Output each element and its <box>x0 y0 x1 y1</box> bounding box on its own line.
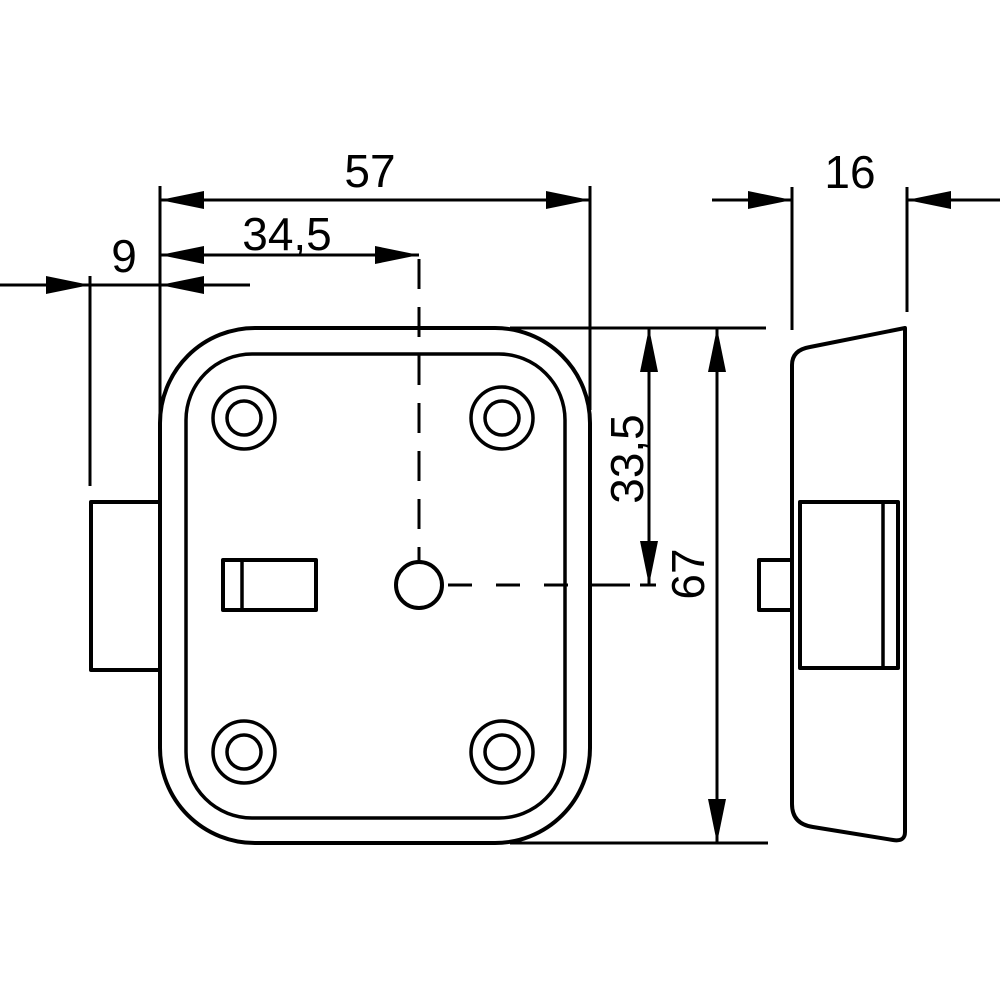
hole-inner-circle <box>225 399 263 437</box>
hole-outer-circle <box>211 385 277 451</box>
dim-body-depth-label: 16 <box>824 146 875 198</box>
hole-inner-circle <box>483 399 521 437</box>
dimension-bolt-throw: 9 <box>0 230 250 486</box>
arrowhead-right <box>546 191 590 209</box>
front-view <box>89 259 656 845</box>
arrowhead-right <box>375 246 419 264</box>
arrowhead-down <box>640 541 658 585</box>
arrowhead-right <box>46 276 90 294</box>
lock-body-outer-outline <box>158 326 592 845</box>
dim-body-height-label: 67 <box>662 548 714 599</box>
dimension-spindle-from-top: 33,5 <box>510 326 766 587</box>
dim-spindle-from-top-label: 33,5 <box>601 414 653 504</box>
mounting-hole-top-right <box>469 385 535 451</box>
hole-outer-circle <box>211 719 277 785</box>
dimension-body-depth: 16 <box>712 146 1000 330</box>
arrowhead-up <box>640 328 658 372</box>
key-slot <box>221 558 318 612</box>
dimension-body-width: 57 <box>158 145 592 424</box>
dimension-body-height: 67 <box>510 328 768 845</box>
key-slot-outline <box>221 558 318 612</box>
arrowhead-right <box>748 191 792 209</box>
arrowhead-up <box>708 328 726 372</box>
latch-bolt-front <box>89 500 160 672</box>
arrowhead-left <box>907 191 951 209</box>
dim-body-width-label: 57 <box>344 145 395 197</box>
hole-outer-circle <box>469 385 535 451</box>
mounting-hole-top-left <box>211 385 277 451</box>
mounting-hole-bottom-left <box>211 719 277 785</box>
arrowhead-left <box>160 276 204 294</box>
arrowhead-left <box>160 246 204 264</box>
mounting-hole-bottom-right <box>469 719 535 785</box>
dim-bolt-throw-label: 9 <box>111 230 137 282</box>
hole-inner-circle <box>225 733 263 771</box>
dimension-spindle-from-left: 34,5 <box>160 208 419 264</box>
latch-bolt-side <box>757 558 794 612</box>
arrowhead-left <box>160 191 204 209</box>
side-view <box>757 326 907 843</box>
arrowhead-down <box>708 799 726 843</box>
hole-inner-circle <box>483 733 521 771</box>
lock-case-side <box>798 500 900 670</box>
hole-outer-circle <box>469 719 535 785</box>
dim-spindle-from-left-label: 34,5 <box>242 208 332 260</box>
spindle-hole <box>394 560 444 610</box>
side-profile-outline <box>790 326 907 843</box>
